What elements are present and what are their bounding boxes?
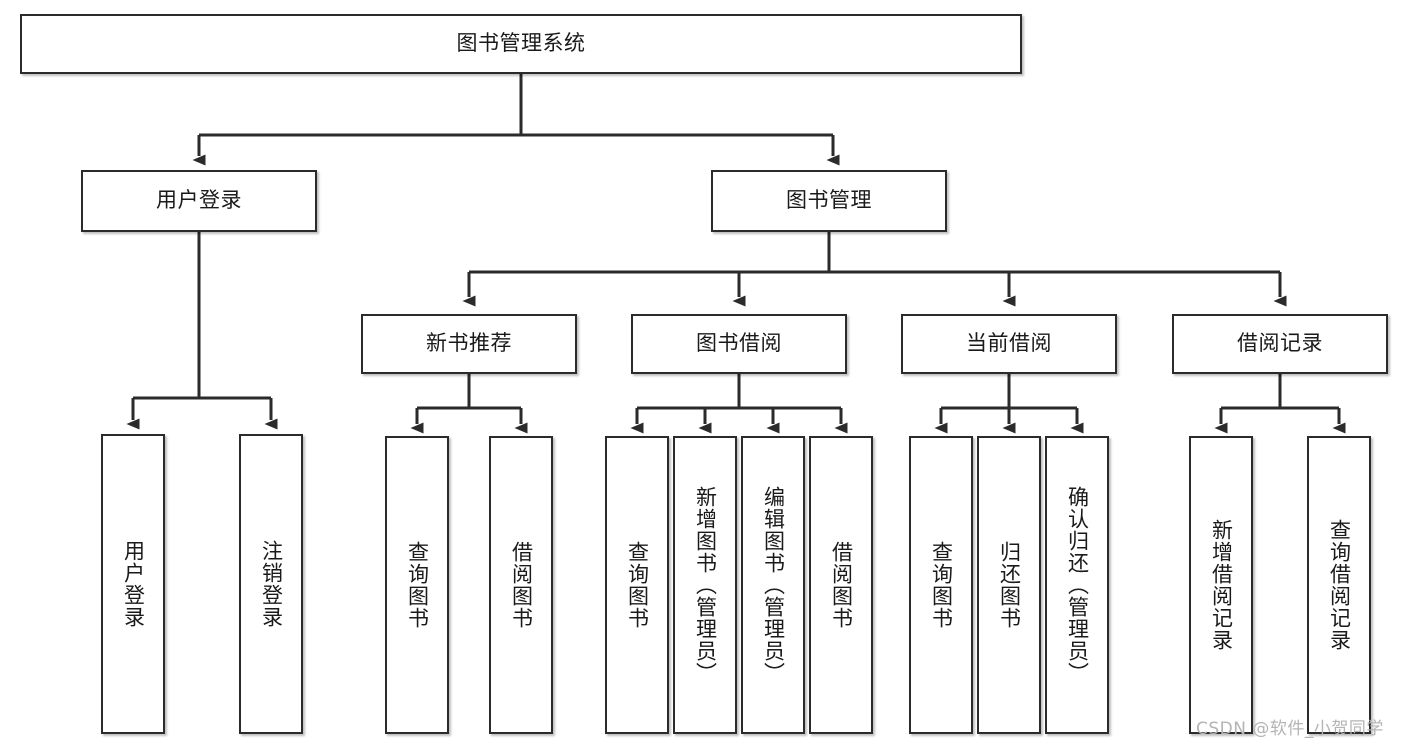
node-leaf-borrow-book-2-label: 借阅图书	[829, 541, 854, 629]
node-leaf-query-book-1-label: 查询图书	[405, 541, 430, 629]
node-leaf-add-book-label: 新增图书（管理员）	[693, 486, 718, 684]
node-leaf-edit-book[interactable]: 编辑图书（管理员）	[741, 436, 805, 734]
node-book-manage[interactable]: 图书管理	[711, 170, 947, 232]
node-leaf-user-login-label: 用户登录	[121, 540, 146, 628]
node-leaf-add-record-label: 新增借阅记录	[1209, 519, 1234, 651]
node-leaf-query-record-label: 查询借阅记录	[1327, 519, 1352, 651]
node-leaf-borrow-book-1-label: 借阅图书	[509, 541, 534, 629]
node-leaf-add-book[interactable]: 新增图书（管理员）	[673, 436, 737, 734]
node-leaf-return-book[interactable]: 归还图书	[977, 436, 1041, 734]
node-leaf-user-login[interactable]: 用户登录	[101, 434, 165, 734]
node-leaf-query-record[interactable]: 查询借阅记录	[1307, 436, 1371, 734]
node-borrow-record-label: 借阅记录	[1237, 331, 1323, 356]
node-borrow-record[interactable]: 借阅记录	[1172, 314, 1388, 374]
node-leaf-logout-label: 注销登录	[259, 540, 284, 628]
node-new-book-recommend[interactable]: 新书推荐	[361, 314, 577, 374]
node-user-login[interactable]: 用户登录	[81, 170, 317, 232]
node-leaf-edit-book-label: 编辑图书（管理员）	[761, 486, 786, 684]
node-book-borrow[interactable]: 图书借阅	[631, 314, 847, 374]
node-leaf-borrow-book-2[interactable]: 借阅图书	[809, 436, 873, 734]
node-leaf-query-book-3[interactable]: 查询图书	[909, 436, 973, 734]
node-book-borrow-label: 图书借阅	[696, 331, 782, 356]
node-root[interactable]: 图书管理系统	[20, 14, 1022, 74]
node-leaf-query-book-3-label: 查询图书	[929, 541, 954, 629]
node-book-manage-label: 图书管理	[786, 188, 872, 213]
node-leaf-logout[interactable]: 注销登录	[239, 434, 303, 734]
node-leaf-confirm-return[interactable]: 确认归还（管理员）	[1045, 436, 1109, 734]
node-leaf-confirm-return-label: 确认归还（管理员）	[1065, 486, 1090, 684]
node-leaf-query-book-1[interactable]: 查询图书	[385, 436, 449, 734]
node-leaf-query-book-2[interactable]: 查询图书	[605, 436, 669, 734]
node-leaf-borrow-book-1[interactable]: 借阅图书	[489, 436, 553, 734]
node-new-book-recommend-label: 新书推荐	[426, 331, 512, 356]
node-leaf-query-book-2-label: 查询图书	[625, 541, 650, 629]
watermark: CSDN @软件_小贺同学	[1196, 719, 1384, 739]
node-leaf-add-record[interactable]: 新增借阅记录	[1189, 436, 1253, 734]
node-user-login-label: 用户登录	[156, 188, 242, 213]
node-current-borrow[interactable]: 当前借阅	[901, 314, 1117, 374]
node-leaf-return-book-label: 归还图书	[997, 541, 1022, 629]
node-current-borrow-label: 当前借阅	[966, 331, 1052, 356]
node-root-label: 图书管理系统	[456, 31, 586, 56]
